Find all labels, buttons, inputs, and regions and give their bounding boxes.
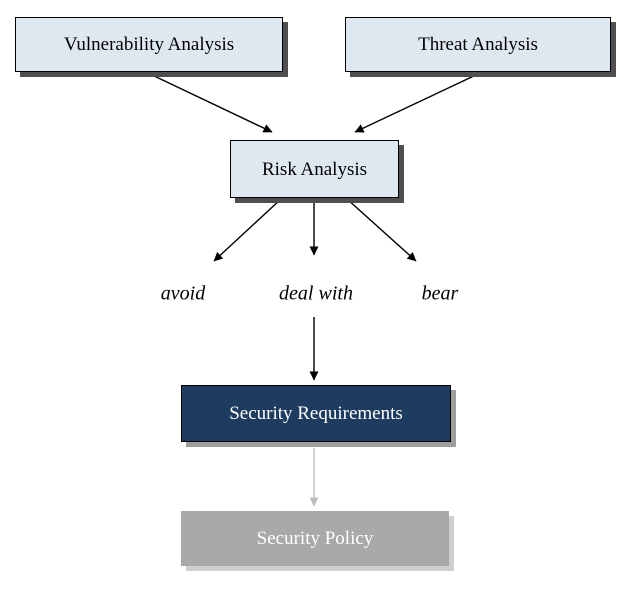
edge-vulnerability-to-risk <box>149 73 273 133</box>
node-risk-analysis-label: Risk Analysis <box>261 158 368 180</box>
node-risk-analysis: Risk Analysis <box>230 140 399 198</box>
node-security-requirements: Security Requirements <box>181 385 451 442</box>
edge-risk-to-avoid <box>213 198 282 262</box>
edge-threat-to-risk <box>354 73 479 133</box>
node-security-requirements-label: Security Requirements <box>229 403 403 424</box>
label-deal-with: deal with <box>279 282 353 305</box>
label-bear: bear <box>421 282 459 305</box>
node-security-policy-label: Security Policy <box>256 528 374 549</box>
node-vulnerability-analysis-label: Vulnerability Analysis <box>63 34 235 55</box>
label-avoid: avoid <box>160 282 206 305</box>
edge-risk-to-bear <box>346 198 417 262</box>
node-threat-analysis-label: Threat Analysis <box>418 34 538 55</box>
node-security-policy: Security Policy <box>181 511 449 566</box>
node-vulnerability-analysis: Vulnerability Analysis <box>15 17 283 72</box>
node-threat-analysis: Threat Analysis <box>345 17 611 72</box>
